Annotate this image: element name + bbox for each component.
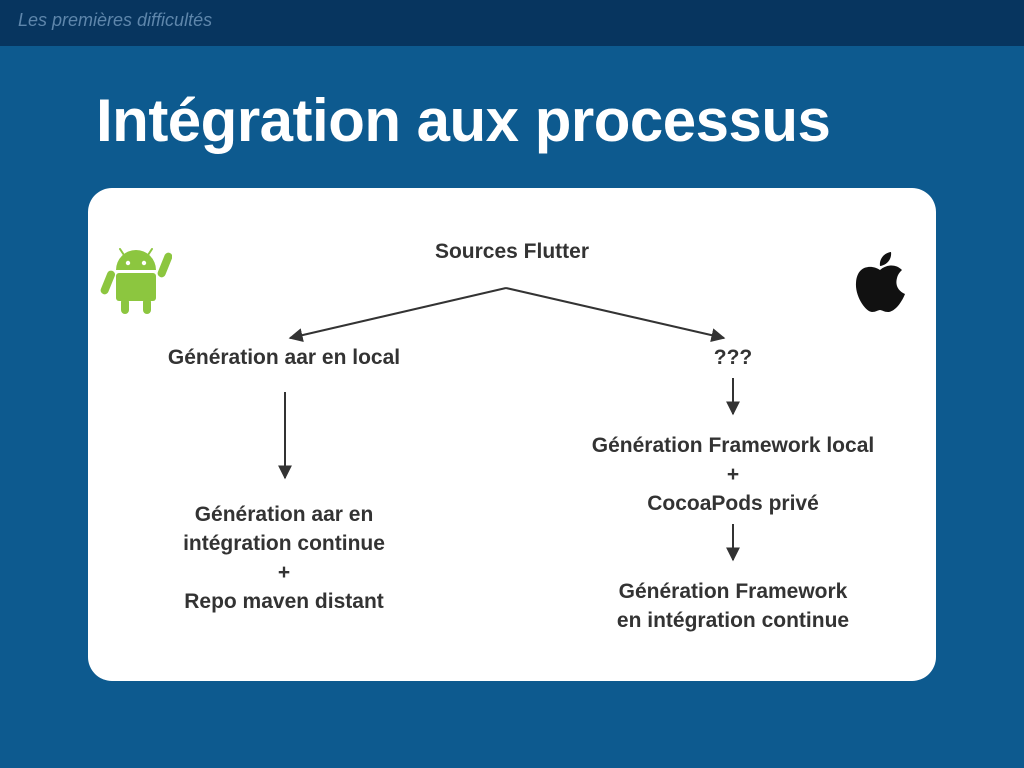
android-icon (100, 248, 172, 314)
node-android-step2-line2: intégration continue (183, 532, 385, 555)
node-android-step1: Génération aar en local (134, 343, 434, 372)
node-ios-step3-line1: Génération Framework (618, 580, 848, 603)
node-ios-step1-label: ??? (713, 346, 753, 369)
header-bar: Les premières difficultés (0, 0, 1024, 46)
section-title: Les premières difficultés (18, 10, 213, 30)
node-android-step1-label: Génération aar en local (167, 346, 401, 369)
node-android-step2-line1: Génération aar en (194, 503, 374, 526)
node-ios-step2: Génération Framework local + CocoaPods p… (563, 431, 903, 518)
apple-icon (855, 252, 905, 312)
node-ios-step2-line1: Génération Framework local (591, 434, 875, 457)
slide-title: Intégration aux processus (96, 87, 831, 154)
node-ios-step3-line2: en intégration continue (616, 609, 850, 632)
node-ios-step1: ??? (683, 343, 783, 372)
node-ios-step2-line2: CocoaPods privé (647, 492, 819, 515)
node-root: Sources Flutter (412, 237, 612, 266)
node-root-label: Sources Flutter (434, 240, 590, 263)
node-android-step2-line3: Repo maven distant (184, 590, 384, 613)
node-ios-step3: Génération Framework en intégration cont… (563, 577, 903, 635)
node-android-step2-plus: + (277, 561, 291, 584)
node-ios-step2-plus: + (726, 463, 740, 486)
node-android-step2: Génération aar en intégration continue +… (134, 500, 434, 616)
diagram-card (88, 188, 936, 681)
